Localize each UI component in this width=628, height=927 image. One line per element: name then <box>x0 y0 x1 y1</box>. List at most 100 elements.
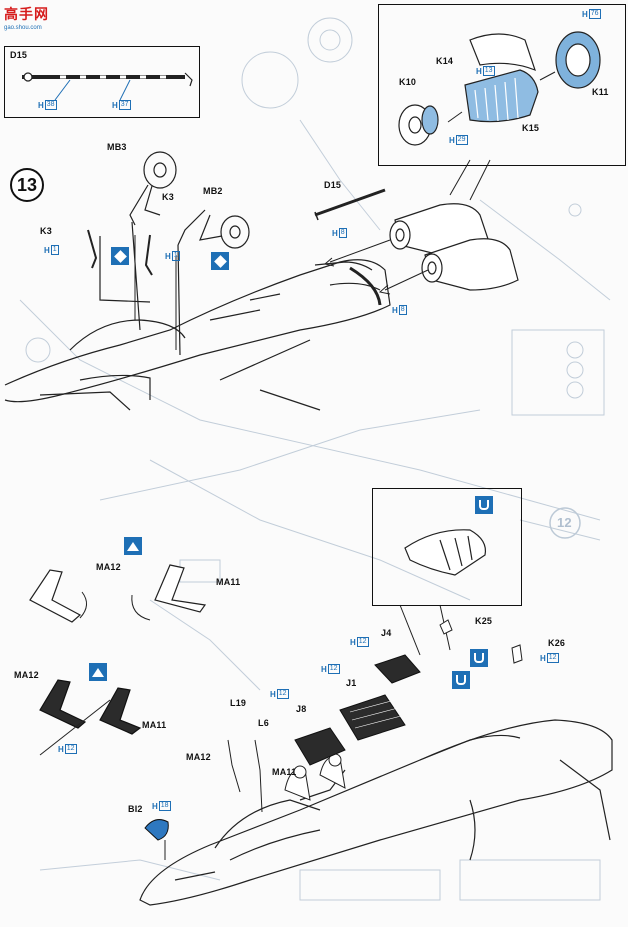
callout-number: 12 <box>356 637 369 647</box>
assembly-arrows-upper <box>134 159 491 350</box>
small-parts-drawing <box>439 619 523 664</box>
panel-hatching <box>349 699 402 729</box>
lower-callout-k26: H 12 <box>540 653 559 663</box>
label-k3-right: K3 <box>162 192 174 202</box>
lower-callout-j4: H 12 <box>350 637 369 647</box>
callout-number: 38 <box>44 100 57 110</box>
callout-number: 37 <box>118 100 131 110</box>
callout-h: H <box>540 653 546 663</box>
label-mb2: MB2 <box>203 186 223 196</box>
callout-number: 18 <box>158 801 171 811</box>
label-k25: K25 <box>475 616 493 626</box>
d15-callout-2: H 37 <box>112 100 131 110</box>
paint-mark-drop-2 <box>452 671 470 689</box>
paint-mark-inset <box>475 496 493 514</box>
engine-callout-3: H 29 <box>449 135 468 145</box>
callout-number: 12 <box>327 664 340 674</box>
engine-nozzles-drawing <box>389 203 519 291</box>
callout-h: H <box>270 689 276 699</box>
callout-number: 13 <box>482 66 495 76</box>
label-k10: K10 <box>399 77 417 87</box>
logo-text: 高手网 <box>4 6 49 22</box>
label-k26: K26 <box>548 638 566 648</box>
logo-url: gao.shou.com <box>4 25 42 31</box>
d15-callout-1: H 38 <box>38 100 57 110</box>
upper-callout-4: H 8 <box>392 305 407 315</box>
label-ma12-mid: MA12 <box>14 670 39 680</box>
label-l6: L6 <box>258 718 269 728</box>
callout-h: H <box>449 135 455 145</box>
label-j1: J1 <box>346 678 357 688</box>
bi2-part <box>144 819 169 841</box>
callout-h: H <box>44 245 50 255</box>
upper-callout-1: H 1 <box>44 245 59 255</box>
engine-callout-2: H 13 <box>476 66 495 76</box>
d15-inset-label: D15 <box>10 50 28 60</box>
label-k11: K11 <box>592 87 609 97</box>
label-j8: J8 <box>296 704 307 714</box>
engine-inset-box <box>378 4 626 166</box>
canopy-inset-box <box>372 488 522 606</box>
callout-number: 12 <box>64 744 77 754</box>
lower-callout-j1: H 12 <box>321 664 340 674</box>
label-ma11-mid: MA11 <box>142 720 167 730</box>
callout-h: H <box>38 100 44 110</box>
engine-detail-drawing <box>398 31 601 146</box>
landing-gear-drawing <box>87 151 250 356</box>
label-k15: K15 <box>522 123 540 133</box>
watermark-text: 12 <box>557 515 572 530</box>
label-j4: J4 <box>381 628 392 638</box>
ma-parts-white <box>29 564 207 623</box>
upper-callout-3: H 8 <box>332 228 347 238</box>
callout-number: 12 <box>276 689 289 699</box>
paint-mark-diamond-1 <box>111 247 129 265</box>
callout-h: H <box>321 664 327 674</box>
callout-h: H <box>58 744 64 754</box>
d15-rod-drawing <box>314 188 386 221</box>
callout-h: H <box>332 228 338 238</box>
ma-parts-dark <box>39 679 142 735</box>
ghost-print <box>19 17 611 901</box>
label-k3-left: K3 <box>40 226 52 236</box>
paint-mark-drop-1 <box>470 649 488 667</box>
callout-number: 12 <box>546 653 559 663</box>
lower-callout-bi2: H 18 <box>152 801 171 811</box>
upper-callout-2: H 1 <box>165 251 180 261</box>
label-ma12-bottom: MA12 <box>186 752 211 762</box>
lower-callout-ma: H 12 <box>58 744 77 754</box>
seats-drawing <box>284 753 346 801</box>
lower-callout-j8: H 12 <box>270 689 289 699</box>
paint-mark-chevron-2 <box>89 663 107 681</box>
site-logo: 高手网 gao.shou.com <box>4 4 70 34</box>
callout-number: 8 <box>398 305 407 315</box>
watermark-circle <box>549 507 581 539</box>
paint-mark-diamond-2 <box>211 252 229 270</box>
callout-number: 1 <box>50 245 59 255</box>
label-k14: K14 <box>436 56 454 66</box>
step-number: 13 <box>10 168 44 202</box>
callout-h: H <box>350 637 356 647</box>
label-ma11-bottom: MA11 <box>272 767 297 777</box>
engine-detail-arrows <box>447 71 556 123</box>
d15-inset-box <box>4 46 200 118</box>
rotation-arrows <box>39 591 263 860</box>
panels-drawing <box>294 654 421 766</box>
canopy-detail-drawing <box>404 529 487 576</box>
label-d15: D15 <box>324 180 342 190</box>
upper-fuselage-drawing <box>4 259 391 411</box>
label-ma11-top: MA11 <box>216 577 241 587</box>
d15-callout-leaders <box>54 79 131 101</box>
label-bi2: BI2 <box>128 804 143 814</box>
engine-callout-1: H 76 <box>582 9 601 19</box>
callout-h: H <box>112 100 118 110</box>
label-ma12-top: MA12 <box>96 562 121 572</box>
callout-h: H <box>392 305 398 315</box>
callout-number: 76 <box>588 9 601 19</box>
callout-number: 1 <box>171 251 180 261</box>
label-l19: L19 <box>230 698 247 708</box>
callout-number: 8 <box>338 228 347 238</box>
paint-mark-chevron-1 <box>124 537 142 555</box>
callout-h: H <box>476 66 482 76</box>
